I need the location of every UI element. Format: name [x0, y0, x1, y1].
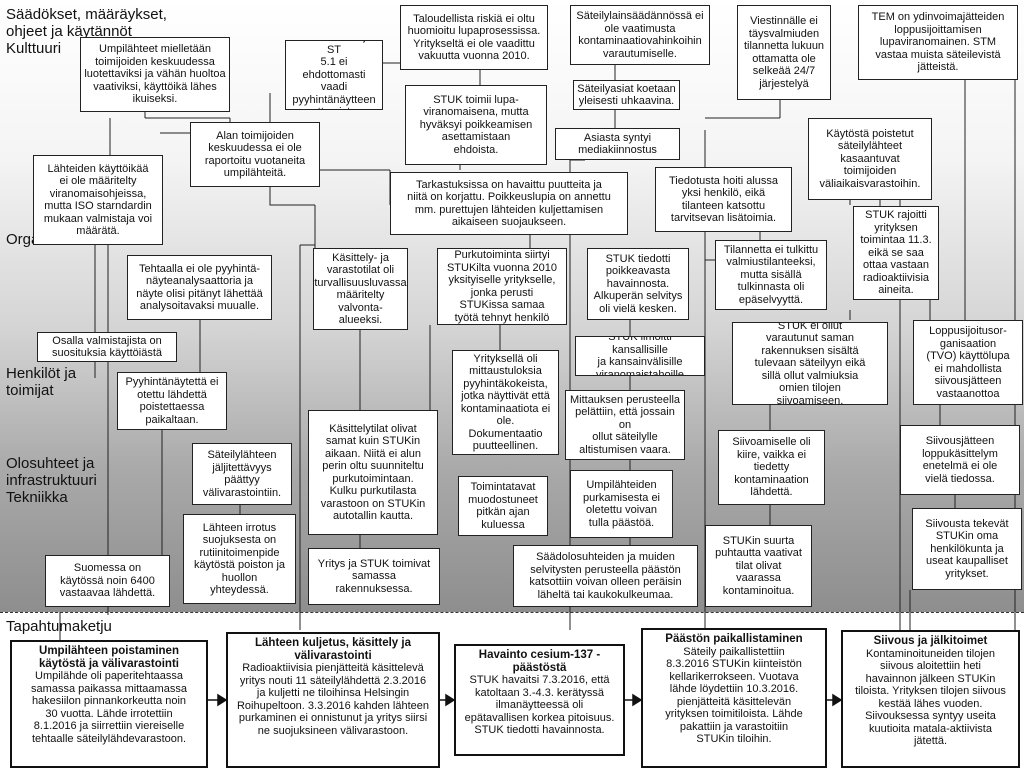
factor-box: Viestinnälle ei täysvalmiuden tilannetta… — [737, 5, 831, 100]
factor-box: Umpilähteet mielletään toimijoiden kesku… — [80, 37, 230, 112]
factor-box: STUK ei ollut varautunut saman rakennuks… — [732, 322, 888, 405]
factor-box: Pyyhintänäytettä ei otettu lähdettä pois… — [117, 372, 227, 430]
factor-box: Suomessa on käytössä noin 6400 vastaavaa… — [45, 555, 170, 607]
factor-box: Toimintatavat muodostuneet pitkän ajan k… — [458, 476, 548, 536]
factor-box: Alan toimijoiden keskuudessa ei ole rapo… — [190, 122, 320, 187]
event-title: Havainto cesium-137 - päästöstä — [478, 649, 601, 674]
event-title: Lähteen kuljetus, käsittely ja välivaras… — [255, 637, 411, 662]
factor-box: Tarkastuksissa on havaittu puutteita ja … — [390, 172, 628, 235]
factor-box: Mittauksen perusteella pelättiin, että j… — [565, 390, 685, 460]
factor-box: Taloudellista riskiä ei oltu huomioitu l… — [400, 5, 548, 70]
factor-box: Siivousta tekevät STUKin oma henkilökunt… — [912, 508, 1022, 590]
event-step-1: Umpilähteen poistaminen käytöstä ja väli… — [10, 640, 208, 768]
factor-box: STUK rajoitti yrityksen toimintaa 11.3. … — [853, 206, 939, 300]
event-title: Päästön paikallistaminen — [665, 633, 803, 645]
event-title: Umpilähteen poistaminen käytöstä ja väli… — [39, 645, 179, 670]
factor-box: Lähteiden käyttöikää ei ole määritelty v… — [33, 155, 163, 245]
event-title: Siivous ja jälkitoimet — [873, 635, 988, 647]
factor-box: STUK tiedotti poikkeavasta havainnosta. … — [587, 248, 689, 320]
factor-box: Säteilylainsäädännössä ei ole vaatimusta… — [570, 5, 710, 65]
factor-box: Säädolosuhteiden ja muiden selvitysten p… — [513, 545, 698, 607]
event-step-3: Havainto cesium-137 - päästöstä STUK hav… — [454, 644, 625, 756]
level-regulation-label: Säädökset, määräykset, ohjeet ja käytänn… — [6, 6, 167, 57]
factor-box: Siivoamiselle oli kiire, vaikka ei tiede… — [718, 430, 825, 505]
factor-box: Purkutoiminta siirtyi STUKilta vuonna 20… — [437, 248, 567, 325]
event-step-5: Siivous ja jälkitoimet Kontaminoituneide… — [841, 630, 1020, 768]
factor-box: Yrityksellä oli mittaustuloksia pyyhintä… — [452, 350, 559, 455]
event-description: STUK havaitsi 7.3.2016, että katoltaan 3… — [464, 674, 615, 736]
event-step-4: Päästön paikallistaminen Säteily paikall… — [641, 628, 827, 768]
factor-box: Siivousjätteen loppukäsittelym enetelmä … — [900, 425, 1020, 495]
factor-box: TEM on ydinvoimajätteiden loppusijoittam… — [858, 5, 1018, 80]
factor-box: STUKin suurta puhtautta vaativat tilat o… — [705, 525, 812, 607]
factor-box: Loppusijoitusor- ganisaation (TVO) käytt… — [913, 320, 1023, 405]
level-conditions-label: Olosuhteet ja infrastruktuuri Tekniikka — [6, 455, 97, 506]
factor-box: STUK ilmoitti kansallisille ja kansainvä… — [575, 336, 705, 376]
factor-box: Käsittelytilat olivat samat kuin STUKin … — [308, 410, 438, 535]
factor-box: Tilannetta ei tulkittu valmiustilanteeks… — [715, 240, 827, 310]
level-people-label: Henkilöt ja toimijat — [6, 365, 77, 399]
factor-box: Säteilyasiat koetaan yleisesti uhkaavina… — [573, 80, 680, 110]
factor-box: Asiasta syntyi mediakiinnostus — [555, 128, 680, 160]
event-description: Kontaminoituneiden tilojen siivous aloit… — [855, 647, 1006, 748]
event-description: Radioaktiivisia pienjätteitä käsittelevä… — [236, 662, 430, 737]
factor-box: Tehtaalla ei ole pyyhintä- näyteanalysaa… — [127, 255, 272, 320]
event-step-2: Lähteen kuljetus, käsittely ja välivaras… — [226, 632, 440, 768]
factor-box: Lähteen irrotus suojuksesta on rutiinito… — [183, 514, 296, 604]
factor-box: Käsittely- ja varastotilat oli turvallis… — [313, 248, 408, 330]
event-description: Umpilähde oli paperitehtaassa samassa pa… — [31, 670, 187, 745]
factor-box: Umpilähteiden purkamisesta ei oletettu v… — [570, 470, 673, 538]
factor-box: Viranomaisohje ST 5.1 ei ehdottomasti va… — [285, 40, 383, 110]
level-events-label: Tapahtumaketju — [6, 618, 112, 635]
factor-box: Tiedotusta hoiti alussa yksi henkilö, ei… — [655, 167, 792, 232]
event-description: Säteily paikallistettiin 8.3.2016 STUKin… — [665, 645, 803, 746]
timeline-separator — [0, 612, 1024, 613]
factor-box: Säteilylähteen jäljitettävyys päättyy vä… — [192, 443, 292, 505]
factor-box: Yritys ja STUK toimivat samassa rakennuk… — [308, 548, 440, 605]
factor-box: Käytöstä poistetut säteilylähteet kasaan… — [808, 118, 932, 200]
factor-box: STUK toimii lupa- viranomaisena, mutta h… — [405, 85, 547, 165]
factor-box: Osalla valmistajista on suosituksia käyt… — [37, 332, 177, 362]
